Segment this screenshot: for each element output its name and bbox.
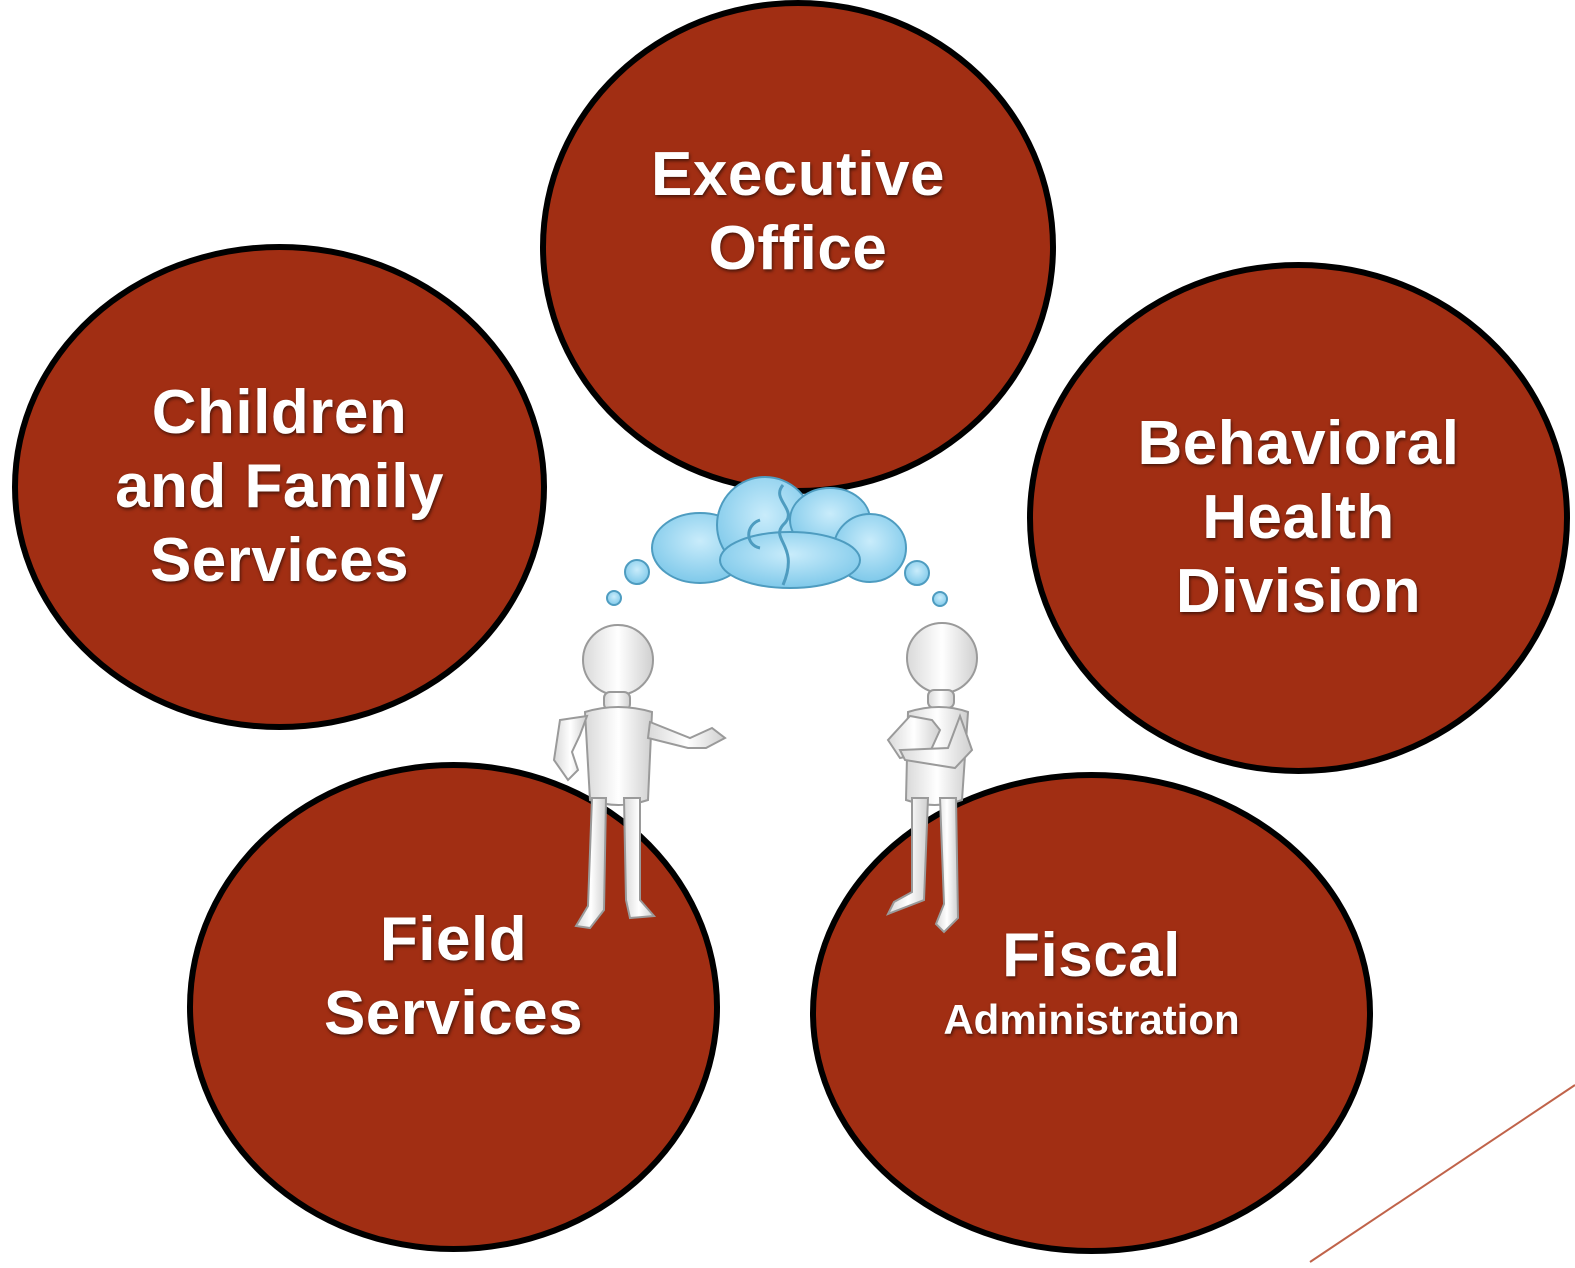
children-family-services-node: Children and Family Services	[12, 244, 547, 730]
fiscal-title: Fiscal	[1002, 921, 1181, 990]
behavioral-health-label-line2: Health	[1202, 483, 1395, 552]
children-family-label-line3: Services	[149, 526, 410, 595]
behavioral-health-division-node: Behavioral Health Division	[1027, 262, 1570, 774]
field-services-label-line1: Field	[379, 905, 528, 974]
children-family-label-line1: Children	[151, 378, 408, 447]
executive-office-node: Executive Office	[540, 0, 1056, 494]
thought-cloud-icon	[606, 476, 948, 607]
accent-line	[1309, 1084, 1575, 1263]
fiscal-subtitle: Administration	[943, 996, 1240, 1043]
behavioral-health-label-line3: Division	[1175, 557, 1422, 626]
executive-office-label-line2: Office	[708, 214, 888, 283]
children-family-label-line2: and Family	[115, 452, 444, 521]
executive-office-label-line1: Executive	[650, 140, 945, 209]
fiscal-administration-node: Fiscal Administration	[810, 772, 1373, 1254]
field-services-node: Field Services	[187, 762, 720, 1252]
field-services-label-line2: Services	[323, 979, 584, 1048]
behavioral-health-label-line1: Behavioral	[1137, 409, 1460, 478]
